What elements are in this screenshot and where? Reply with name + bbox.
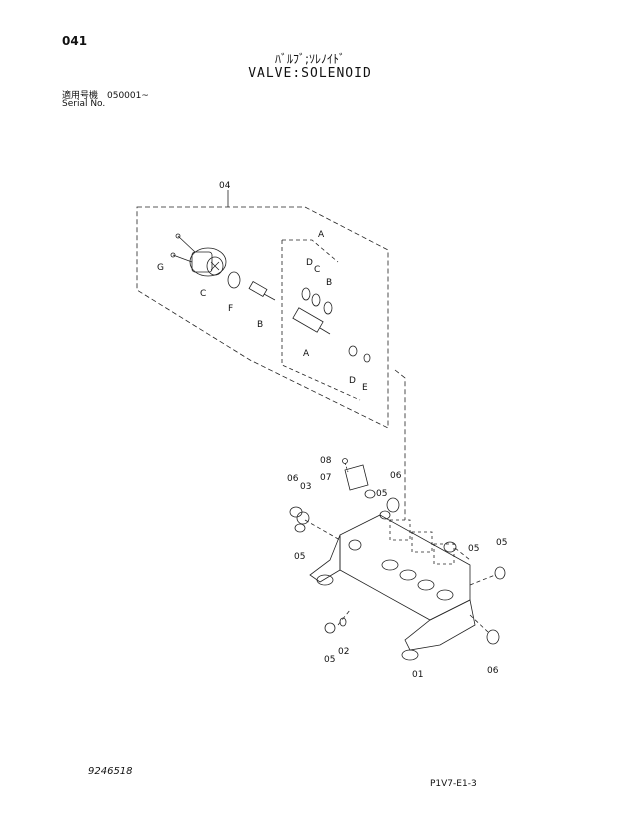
label-03: 03 [300,482,311,492]
assembly-boundary [136,206,389,429]
o-ring-f [227,271,241,289]
serial-label-english: Serial No. [62,99,106,109]
plunger [248,280,276,301]
label-06c: 06 [487,666,499,676]
label-05e: 05 [324,655,335,665]
label-d-top: D [306,258,313,268]
page-number: 041 [62,34,88,48]
label-b2: B [326,278,332,288]
serial-label-japanese: 適用号機 050001~ [62,91,149,101]
label-05a: 05 [376,489,387,499]
label-c1: C [200,289,206,299]
solenoid-coil [170,233,227,277]
page-code: P1V7-E1-3 [430,779,477,789]
drawing-number: 9246518 [88,766,133,777]
label-02: 02 [338,647,349,657]
label-07: 07 [320,473,331,483]
label-04: 04 [219,181,231,191]
valve-body [309,514,476,661]
title-japanese: ﾊﾞﾙﾌﾞ;ｿﾚﾉｲﾄﾞ [274,52,346,66]
label-05c: 05 [468,544,479,554]
label-01: 01 [412,670,423,680]
cartridge-valve [292,307,331,335]
label-c2: C [314,265,320,275]
label-f: F [228,304,233,314]
title-english: VALVE:SOLENOID [248,66,372,81]
label-g: G [157,263,164,273]
label-b1: B [257,320,263,330]
label-a-top: A [318,230,325,240]
label-05d: 05 [496,538,507,548]
label-06b: 06 [287,474,299,484]
label-06a: 06 [390,471,402,481]
plate [344,464,369,491]
label-05b: 05 [294,552,305,562]
label-a-bottom: A [303,349,310,359]
label-d-bottom: D [349,376,356,386]
label-e: E [362,383,368,393]
label-08: 08 [320,456,332,466]
